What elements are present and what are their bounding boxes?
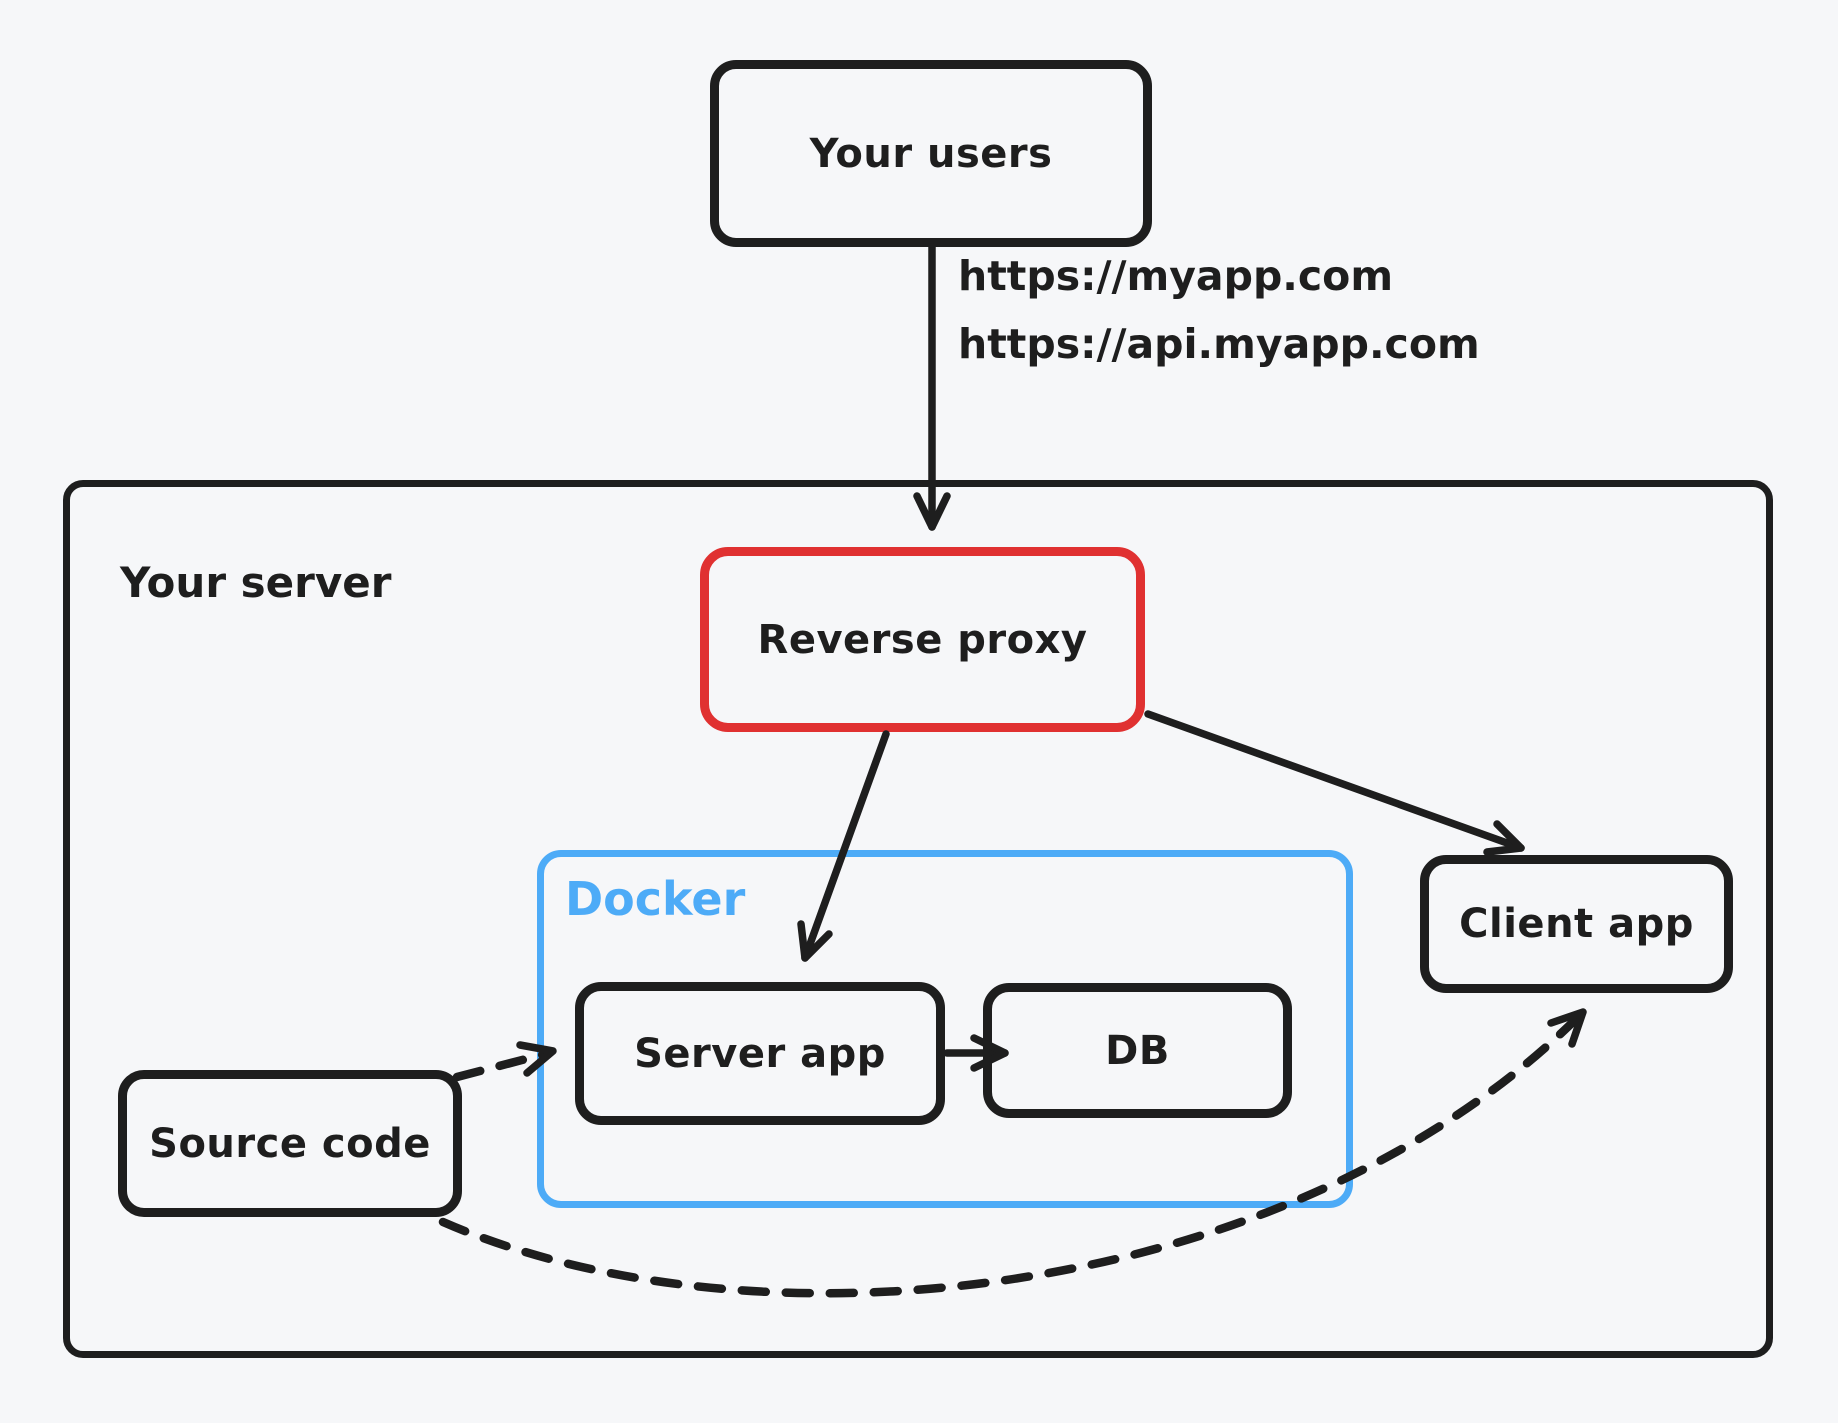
- node-db: DB: [983, 983, 1292, 1118]
- node-docker-label: Docker: [565, 872, 746, 926]
- node-source-code: Source code: [118, 1070, 462, 1217]
- node-reverse-proxy-label: Reverse proxy: [757, 616, 1088, 663]
- node-your-users-label: Your users: [809, 130, 1053, 177]
- node-your-users: Your users: [710, 60, 1152, 247]
- node-server-app: Server app: [575, 982, 945, 1125]
- node-reverse-proxy: Reverse proxy: [700, 547, 1145, 732]
- node-client-app-label: Client app: [1459, 901, 1694, 947]
- edge-label-url-1: https://myapp.com: [958, 252, 1394, 300]
- node-your-server: [63, 480, 1773, 1358]
- edge-label-url-2: https://api.myapp.com: [958, 320, 1480, 368]
- node-server-app-label: Server app: [634, 1030, 886, 1077]
- node-db-label: DB: [1105, 1027, 1170, 1074]
- node-client-app: Client app: [1420, 855, 1733, 993]
- node-source-code-label: Source code: [149, 1120, 431, 1167]
- node-your-server-label: Your server: [120, 558, 392, 607]
